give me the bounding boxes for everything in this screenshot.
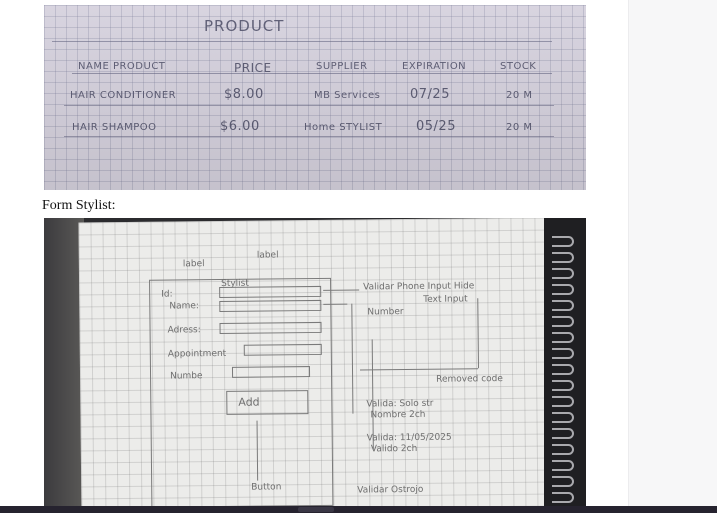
row2-price: $6.00 [220, 119, 260, 134]
sketch-label-address: Adress: [167, 325, 201, 336]
desk-surface [44, 218, 84, 508]
sketch-input-address [219, 321, 322, 334]
sketch-note-top: Validar Phone Input Hide [363, 281, 475, 293]
spiral-ring [552, 412, 574, 423]
header-rule [72, 73, 552, 74]
form-sketch-photo: label label Stylist Id: Name: Adress: Ap… [44, 218, 586, 508]
sketch-input-appointment [243, 343, 322, 356]
header-supplier: SUPPLIER [316, 61, 368, 72]
sketch-label-button: Button [251, 482, 282, 493]
sketch-note-removed: Removed code [436, 374, 503, 385]
product-table-photo: PRODUCT NAME PRODUCT PRICE SUPPLIER EXPI… [44, 5, 586, 190]
row2-rule [64, 136, 554, 137]
row2-supplier: Home STYLIST [304, 122, 383, 133]
spiral-ring [552, 316, 574, 327]
product-title: PRODUCT [204, 17, 285, 35]
title-rule [52, 41, 552, 42]
sketch-connector-1 [351, 303, 354, 414]
spiral-ring [552, 268, 574, 279]
sketch-add-label: Add [238, 395, 260, 409]
row1-price: $8.00 [224, 87, 264, 102]
header-stock: STOCK [500, 61, 537, 72]
sketch-note-val2: Valida: 11/05/2025 [366, 432, 452, 444]
sketch-label-top-left: label [182, 259, 205, 270]
header-name-product: NAME PRODUCT [78, 61, 166, 72]
sketch-note-text-input: Text Input [423, 294, 468, 305]
spiral-ring [552, 476, 574, 487]
notebook-spiral [544, 218, 586, 508]
sketch-label-id: Id: [161, 289, 173, 300]
spiral-ring [552, 300, 574, 311]
right-gutter [628, 0, 717, 513]
sketch-note-val1b: Nombre 2ch [370, 409, 426, 421]
sketch-input-name [219, 299, 322, 312]
scrollbar-thumb[interactable] [298, 507, 334, 512]
row1-name: HAIR CONDITIONER [70, 90, 177, 101]
spiral-ring [552, 332, 574, 343]
header-expiration: EXPIRATION [402, 61, 467, 72]
sketch-connector-4 [359, 368, 479, 371]
sketch-label-top-mid: label [256, 250, 279, 261]
sketch-note-val1: Valida: Solo str [366, 398, 434, 410]
spiral-ring [552, 348, 574, 359]
form-stylist-caption: Form Stylist: [42, 198, 116, 213]
sketch-label-appointment: Appointment [167, 348, 227, 360]
sketch-note-number: Number [367, 307, 404, 318]
spiral-ring [552, 236, 574, 247]
sketch-note-val2b: Valido 2ch [370, 443, 418, 455]
spiral-ring [552, 252, 574, 263]
row2-expiration: 05/25 [416, 119, 456, 134]
notebook-page: label label Stylist Id: Name: Adress: Ap… [78, 218, 552, 508]
row1-rule [64, 105, 554, 106]
sketch-arrow-1 [323, 289, 360, 291]
sketch-input-number [231, 366, 311, 378]
bottom-scrollbar[interactable] [0, 506, 717, 513]
row2-stock: 20 M [506, 122, 533, 133]
row1-supplier: MB Services [314, 90, 381, 101]
spiral-ring [552, 380, 574, 391]
sketch-connector-3 [477, 298, 479, 369]
spiral-ring [552, 444, 574, 455]
sketch-arrow-2 [323, 303, 348, 305]
sketch-label-name: Name: [169, 301, 199, 312]
sketch-label-number: Numbe [170, 371, 203, 382]
spiral-ring [552, 492, 574, 503]
row1-expiration: 07/25 [410, 87, 450, 102]
spiral-ring [552, 396, 574, 407]
row2-name: HAIR SHAMPOO [72, 122, 157, 133]
spiral-ring [552, 428, 574, 439]
sketch-input-id [219, 285, 322, 298]
header-price: PRICE [234, 61, 272, 75]
spiral-ring [552, 364, 574, 375]
spiral-ring [552, 460, 574, 471]
spiral-ring [552, 284, 574, 295]
row1-stock: 20 M [506, 90, 533, 101]
sketch-note-val3: Validar Ostrojo [357, 484, 424, 496]
